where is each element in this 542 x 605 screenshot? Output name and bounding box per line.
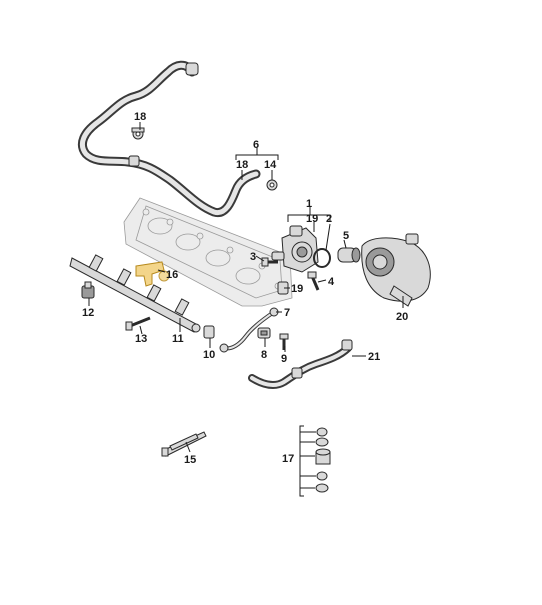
seal-10 xyxy=(203,325,215,339)
hose-end-cap xyxy=(185,62,199,76)
callout-1: 1 xyxy=(306,198,312,210)
manifold-flange xyxy=(123,197,293,307)
callout-10: 10 xyxy=(203,349,215,361)
callout-14: 14 xyxy=(264,159,277,171)
high-pressure-pump xyxy=(271,225,319,273)
callout-3: 3 xyxy=(250,251,256,263)
screw-9 xyxy=(279,333,289,350)
vacuum-pump xyxy=(361,233,431,307)
callout-8: 8 xyxy=(261,349,267,361)
callout-18-bracket: 18 xyxy=(236,159,248,171)
o-ring xyxy=(313,248,331,268)
callout-2: 2 xyxy=(326,213,332,225)
bolt-3 xyxy=(261,257,278,267)
callout-13: 13 xyxy=(135,333,147,345)
callout-15: 15 xyxy=(184,454,196,466)
bolt-13 xyxy=(125,316,151,331)
stud-4 xyxy=(307,271,320,291)
tool-15 xyxy=(161,431,207,457)
breather-hose xyxy=(78,60,261,218)
fuel-rail xyxy=(69,254,201,333)
callout-19-lower: 19 xyxy=(291,283,303,295)
callout-5: 5 xyxy=(343,230,349,242)
callout-12: 12 xyxy=(82,307,94,319)
hose-clip-18a xyxy=(131,127,145,140)
callout-6: 6 xyxy=(253,139,259,151)
callout-19-top: 19 xyxy=(306,213,318,225)
hose-clip-14 xyxy=(266,179,278,191)
pressure-sensor xyxy=(81,281,95,299)
callout-16: 16 xyxy=(166,269,178,281)
leader-lines xyxy=(88,122,404,497)
callout-17: 17 xyxy=(282,453,294,465)
callout-9: 9 xyxy=(281,353,287,365)
fuel-line-7 xyxy=(219,307,279,353)
parts-set-17 xyxy=(315,427,331,493)
callout-7: 7 xyxy=(284,307,290,319)
callout-20: 20 xyxy=(396,311,408,323)
fuel-hose-21 xyxy=(248,339,353,389)
callout-labels: 18 6 18 14 1 19 2 3 5 4 16 19 12 7 13 11… xyxy=(82,111,408,466)
callout-21: 21 xyxy=(368,351,380,363)
highlighted-part-16 xyxy=(135,261,170,287)
pump-tappet xyxy=(337,247,361,263)
callout-11: 11 xyxy=(172,333,184,345)
clip-8 xyxy=(257,327,271,339)
callout-18-top: 18 xyxy=(134,111,146,123)
callout-4: 4 xyxy=(328,276,335,288)
